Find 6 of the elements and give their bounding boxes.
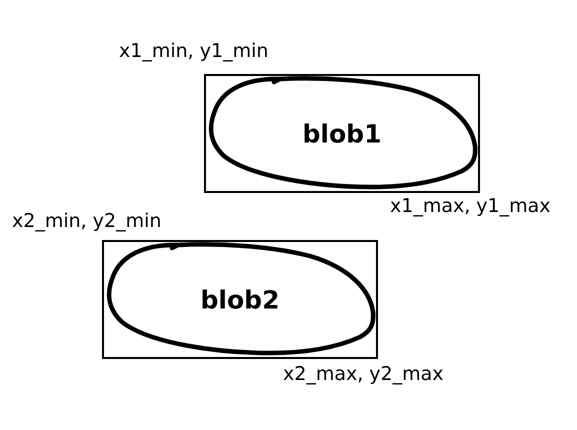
corner-coordinate-label: x2_min, y2_min [12,210,162,233]
blob-label: blob2 [200,286,280,314]
corner-coordinate-label: x1_min, y1_min [119,40,268,63]
blob-label: blob1 [302,120,382,148]
corner-coordinate-label: x2_max, y2_max [283,363,444,386]
corner-coordinate-label: x1_max, y1_max [390,195,551,218]
